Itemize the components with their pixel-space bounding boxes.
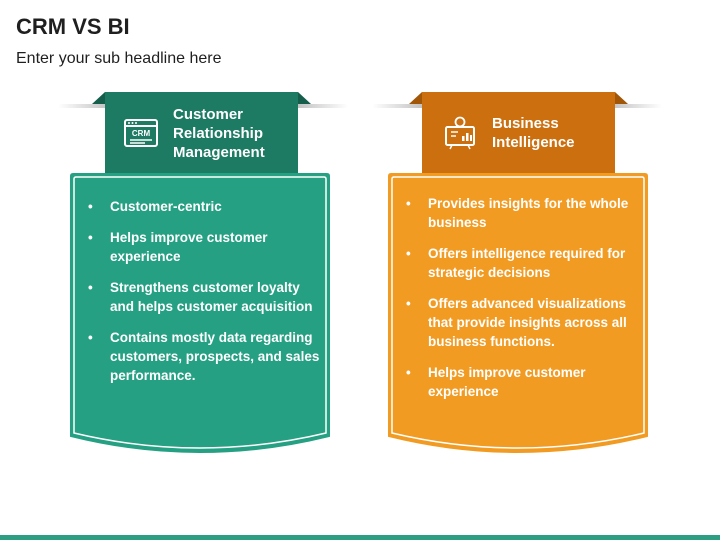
crm-title-line-2: Relationship	[173, 124, 264, 142]
crm-title-line-1: Customer	[173, 105, 244, 123]
page-title: CRM VS BI	[16, 14, 130, 39]
bi-bullet-1: Provides insights for the whole business	[404, 194, 640, 232]
crm-window-icon: CRM	[124, 119, 158, 147]
crm-bullet-1: Customer-centric	[86, 197, 322, 216]
crm-header: CRM Customer Relationship Management	[105, 92, 298, 174]
bi-bullet-2: Offers intelligence required for strateg…	[404, 244, 640, 282]
crm-title-line-3: Management	[173, 143, 265, 161]
crm-bullet-4: Contains mostly data regarding customers…	[86, 328, 322, 385]
bi-title-line-1: Business	[492, 115, 559, 132]
crm-bullet-3: Strengthens customer loyalty and helps c…	[86, 278, 322, 316]
bi-bullet-3: Offers advanced visualizations that prov…	[404, 294, 640, 351]
bi-header: Business Intelligence	[422, 92, 615, 174]
bi-bullet-4: Helps improve customer experience	[404, 363, 640, 401]
crm-bullet-list: Customer-centric Helps improve customer …	[86, 197, 322, 397]
crm-icon-text: CRM	[132, 129, 151, 138]
crm-bullet-2: Helps improve customer experience	[86, 228, 322, 266]
bi-right-fold	[615, 92, 628, 104]
bi-left-fold	[409, 92, 422, 104]
bottom-accent-bar	[0, 535, 720, 540]
bi-header-title: Business Intelligence	[492, 114, 575, 152]
crm-left-fold	[92, 92, 105, 104]
bi-title-line-2: Intelligence	[492, 134, 575, 151]
business-intelligence-board-icon	[445, 116, 475, 150]
page-subtitle: Enter your sub headline here	[16, 50, 222, 67]
crm-header-title: Customer Relationship Management	[173, 105, 265, 162]
crm-right-fold	[298, 92, 311, 104]
bi-bullet-list: Provides insights for the whole business…	[404, 194, 640, 413]
